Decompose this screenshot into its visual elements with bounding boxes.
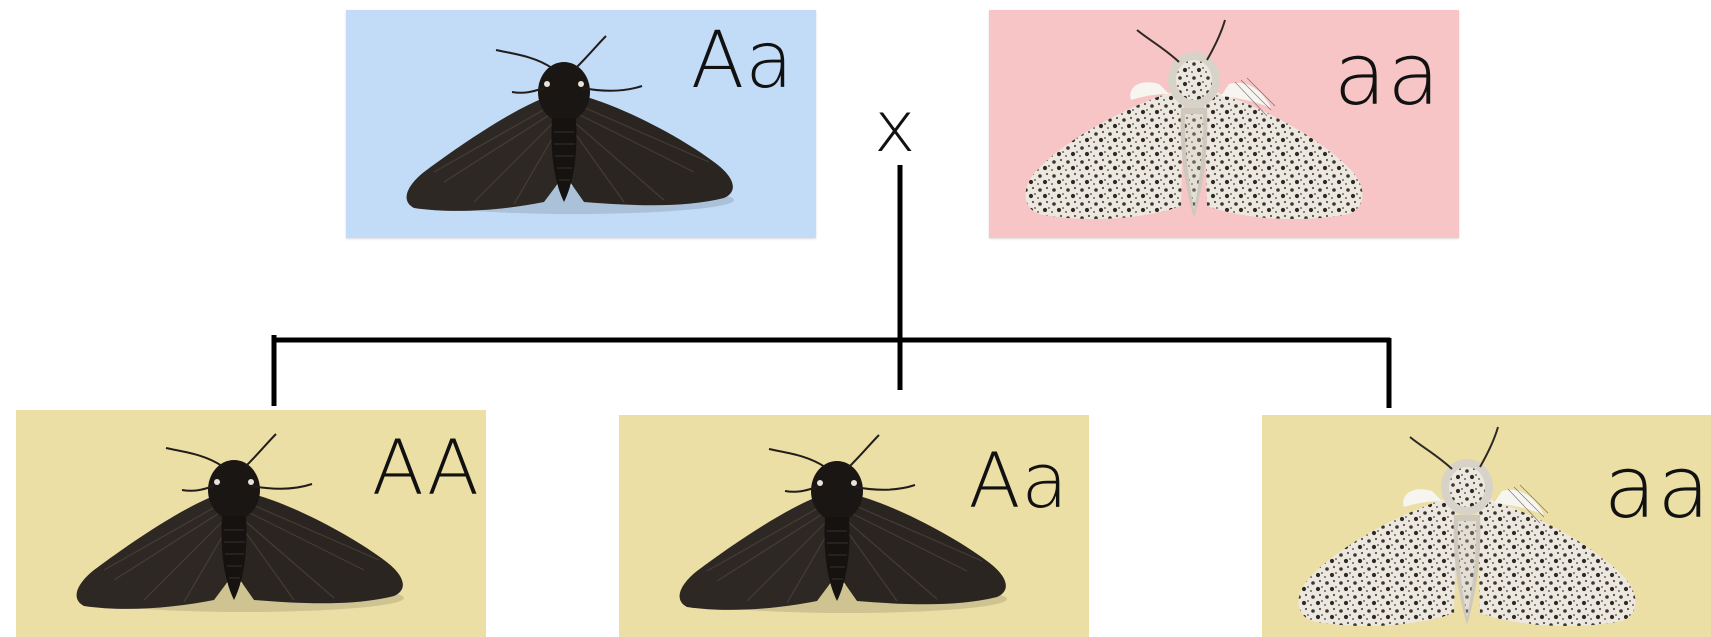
parent-panel-light: aa	[989, 10, 1459, 238]
cross-symbol: x	[874, 92, 915, 162]
dark-moth-image	[54, 430, 414, 620]
light-moth-image	[1282, 425, 1652, 637]
offspring-panel-light: aa	[1262, 415, 1711, 637]
parent-genotype-label: aa	[1334, 32, 1441, 118]
offspring-genotype-label: AA	[372, 430, 480, 506]
parent-genotype-label: Aa	[691, 22, 794, 100]
dark-moth-image	[657, 431, 1017, 621]
light-moth-image	[1009, 18, 1379, 234]
offspring-genotype-label: Aa	[968, 443, 1069, 519]
offspring-panel-dark: Aa	[619, 415, 1089, 637]
parent-panel-dark: Aa	[346, 10, 816, 238]
offspring-panel-dark: AA	[16, 410, 486, 637]
offspring-genotype-label: aa	[1604, 445, 1711, 531]
